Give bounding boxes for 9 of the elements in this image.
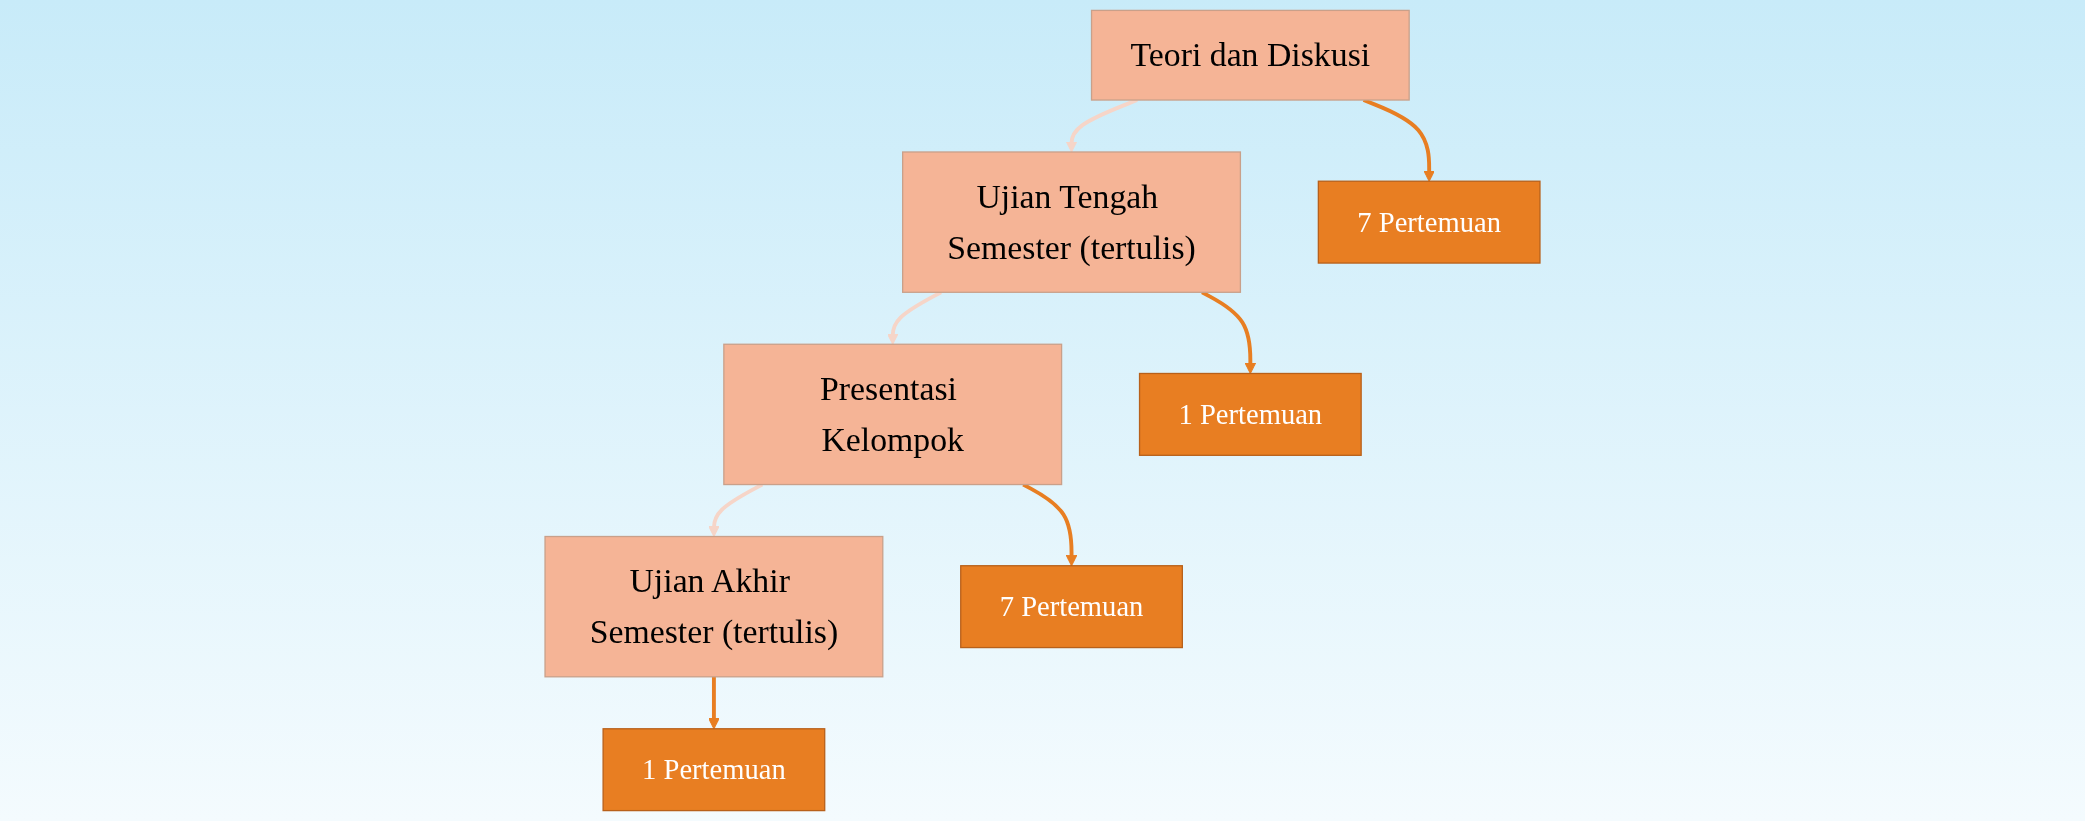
node-box: Ujian Tengah Semester (tertulis) [902,151,1242,293]
node-box: 7 Pertemuan [960,565,1183,649]
node-box: Teori dan Diskusi [1090,9,1410,101]
node-box: Presentasi Kelompok [723,343,1063,486]
node-box: 7 Pertemuan [1317,180,1541,264]
node-box: 1 Pertemuan [602,728,826,812]
node-box: 1 Pertemuan [1138,372,1362,456]
node-box: Ujian Akhir Semester (tertulis) [544,535,884,678]
arrow [708,676,720,730]
